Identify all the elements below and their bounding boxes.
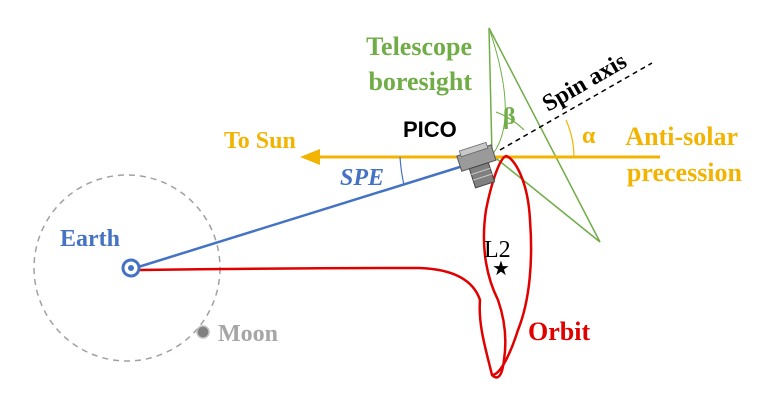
moon-icon xyxy=(196,325,210,339)
telescope-cone xyxy=(488,27,601,243)
spe-arc xyxy=(399,156,405,186)
arrowhead-icon xyxy=(300,149,320,165)
spe-label: SPE xyxy=(340,165,384,191)
alpha-arc xyxy=(565,119,575,158)
pico-label: PICO xyxy=(403,117,457,142)
anti-solar-label-line2: precession xyxy=(627,158,743,187)
earth-label: Earth xyxy=(60,226,120,252)
spin-axis-line xyxy=(499,62,653,151)
telescope-label-line1: Telescope xyxy=(366,32,472,61)
to-sun-label: To Sun xyxy=(224,128,296,154)
orbit-path xyxy=(139,154,533,379)
orbit-label: Orbit xyxy=(528,317,590,346)
anti-solar-label-line1: Anti-solar xyxy=(625,122,738,151)
telescope-label-line2: boresight xyxy=(368,67,472,96)
moon-label: Moon xyxy=(218,321,278,347)
star-icon: ★ xyxy=(492,256,510,280)
earth-icon xyxy=(121,258,141,278)
spe-line xyxy=(134,155,493,270)
beta-label: β xyxy=(503,104,516,130)
alpha-label: α xyxy=(582,123,596,149)
telescope-cone-inner xyxy=(488,27,506,156)
l2-label: L2 xyxy=(484,237,511,263)
beta-arc xyxy=(495,111,525,131)
spacecraft-icon xyxy=(456,141,497,189)
